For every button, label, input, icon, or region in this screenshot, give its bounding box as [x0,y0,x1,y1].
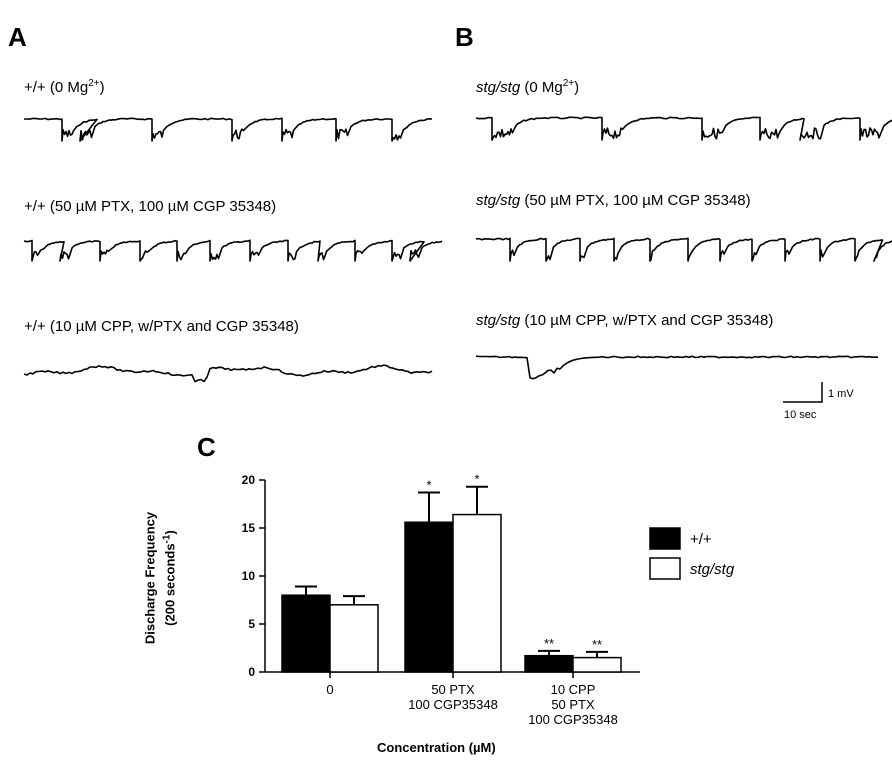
trace-b3 [475,355,879,380]
significance-marker: ** [592,637,602,652]
y-tick-label: 20 [242,473,256,487]
legend-label: stg/stg [690,561,735,578]
bar [452,513,502,673]
legend-swatch [649,557,681,580]
y-axis-label-line1: Discharge Frequency [142,511,158,645]
x-tick-label: 100 CGP35348 [408,697,498,712]
x-tick-label: 100 CGP35348 [528,712,618,727]
trace-label-b3: stg/stg (10 µM CPP, w/PTX and CGP 35348) [476,312,774,329]
y-tick-label: 10 [242,569,256,583]
y-tick-label: 15 [242,521,256,535]
trace-label-a3: +/+ (10 µM CPP, w/PTX and CGP 35348) [24,318,299,335]
x-tick-label: 50 PTX [431,682,475,697]
panel-c-letter: C [197,432,216,462]
panel-b-letter: B [455,22,474,52]
trace-label-a1: +/+ (0 Mg2+) [24,78,105,96]
scale-bar-time-label: 10 sec [784,409,817,421]
scale-bar-voltage-label: 1 mV [828,388,854,400]
panel-a-letter: A [8,22,27,52]
x-axis-label: Concentration (µM) [377,740,496,755]
bar [281,594,331,673]
trace-label-b1: stg/stg (0 Mg2+) [476,78,580,96]
trace-b2 [475,237,892,262]
bar [329,604,379,673]
trace-a1 [24,117,433,142]
x-tick-label: 50 PTX [551,697,595,712]
legend-label: +/+ [690,531,712,548]
x-tick-label: 10 CPP [551,682,596,697]
bar [572,656,622,673]
genotype-label: +/+ [24,318,46,335]
significance-marker: ** [544,636,554,651]
genotype-label: stg/stg [476,312,521,329]
genotype-label: +/+ [24,79,46,96]
genotype-label: +/+ [24,198,46,215]
y-axis-label-line2: (200 seconds-1) [161,530,178,626]
trace-label-a2: +/+ (50 µM PTX, 100 µM CGP 35348) [24,198,277,215]
legend-swatch [649,527,681,550]
y-tick-label: 0 [248,665,255,679]
genotype-label: stg/stg [476,79,521,96]
trace-a2 [23,239,443,262]
trace-label-b2: stg/stg (50 µM PTX, 100 µM CGP 35348) [476,192,751,209]
y-tick-label: 5 [248,617,255,631]
significance-marker: * [426,477,431,492]
significance-marker: * [474,472,479,487]
scale-bar [783,382,823,403]
trace-b1 [475,116,892,141]
genotype-label: stg/stg [476,192,521,209]
bar [404,521,454,673]
bar [524,654,574,673]
trace-a3 [23,364,433,383]
x-tick-label: 0 [326,682,333,697]
